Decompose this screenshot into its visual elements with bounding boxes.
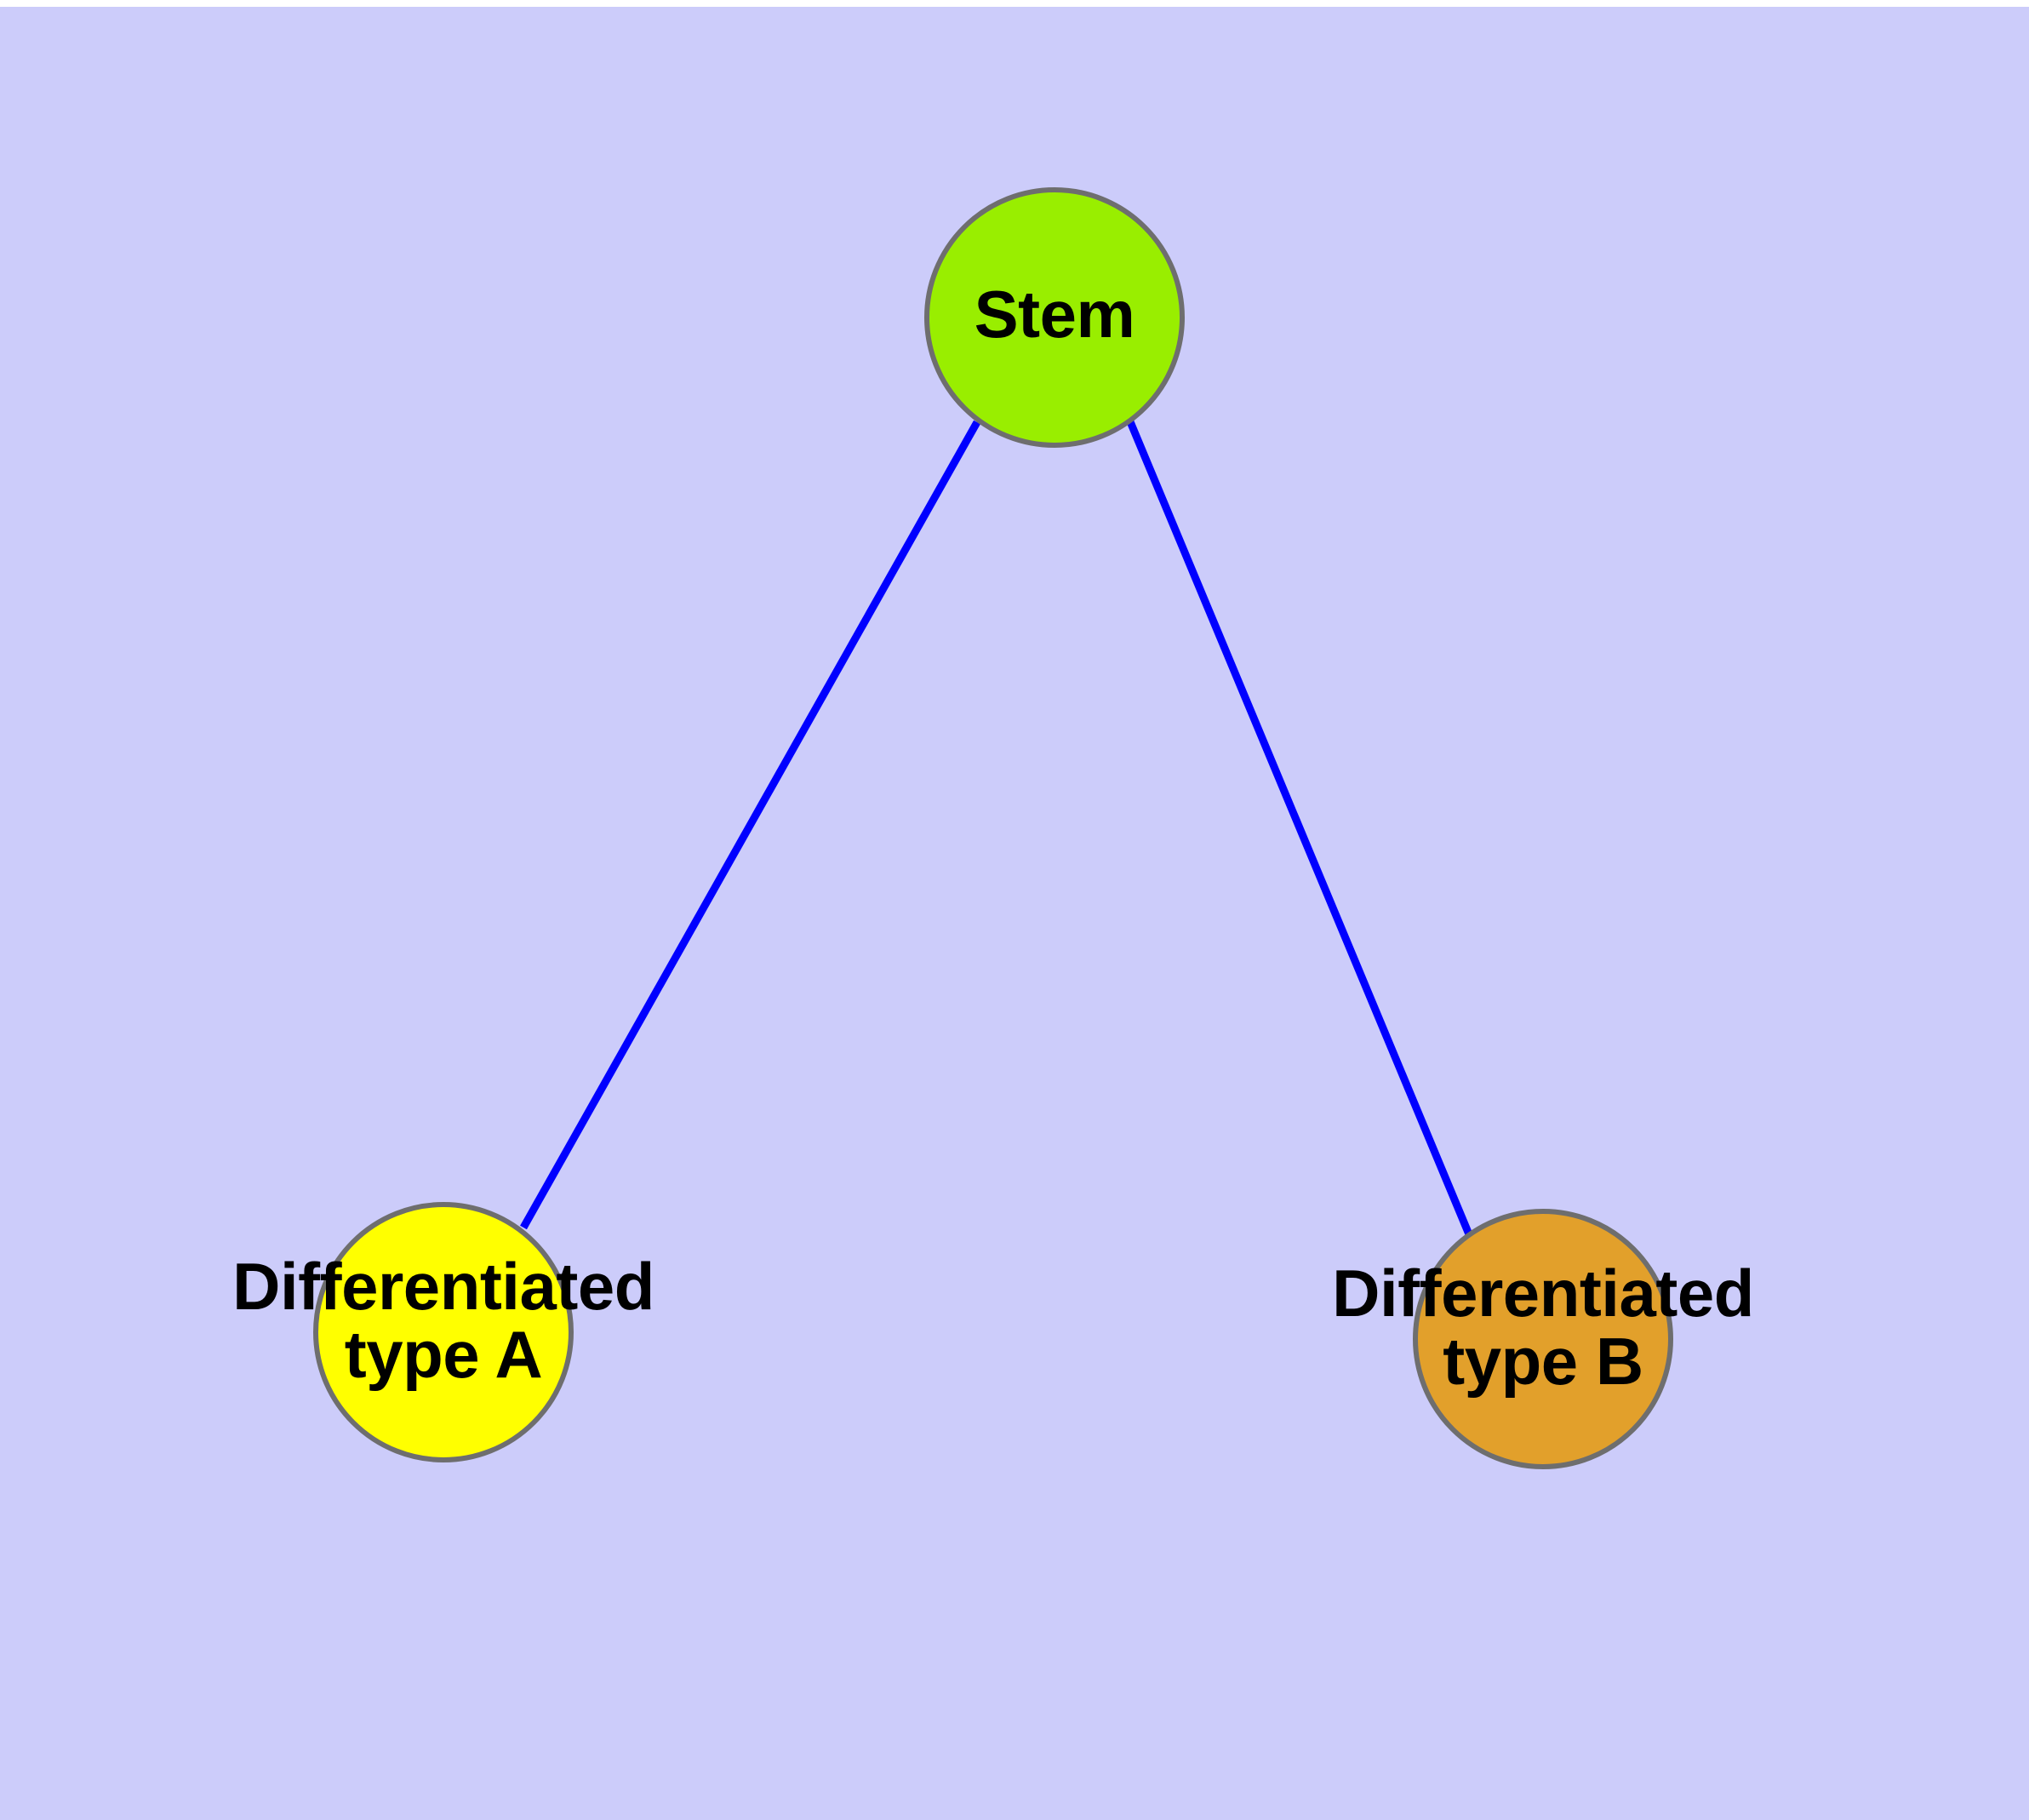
- node-differentiated-type-b[interactable]: [1413, 1209, 1673, 1469]
- node-stem[interactable]: [924, 187, 1185, 448]
- node-differentiated-type-a[interactable]: [313, 1202, 574, 1462]
